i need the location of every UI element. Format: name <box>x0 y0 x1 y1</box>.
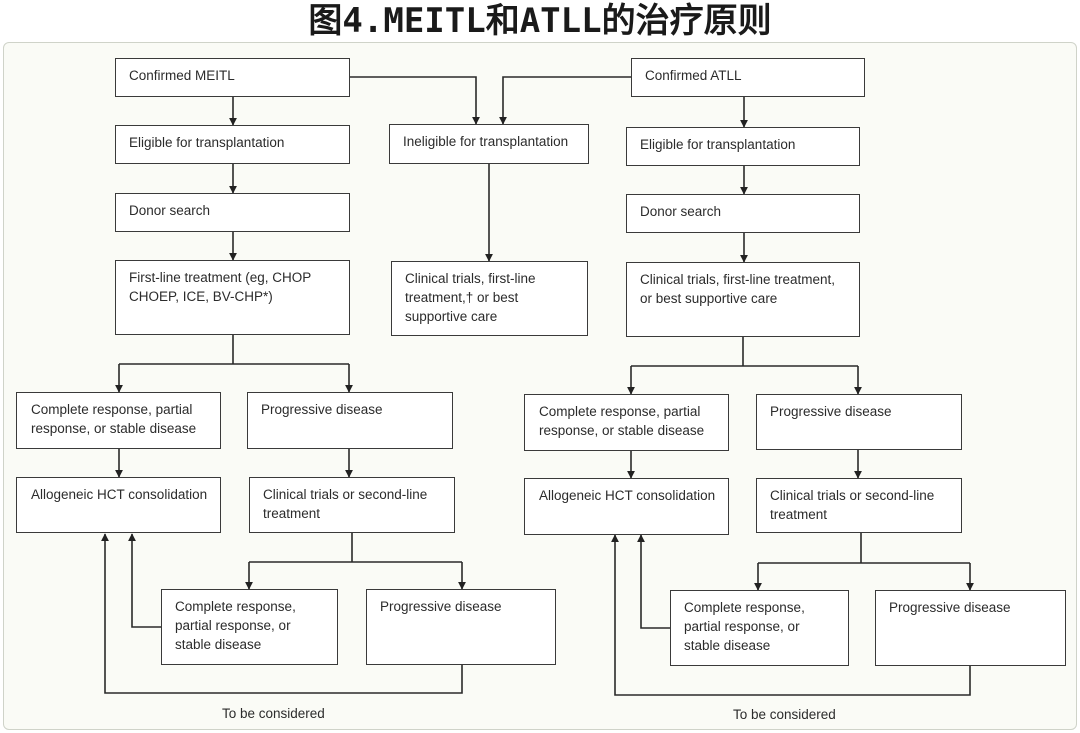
line-meitl-split-2 <box>249 533 462 563</box>
atll-hct-box: Allogeneic HCT consolidation <box>524 478 729 535</box>
arrow-meitl-progressive2-hct <box>101 533 463 694</box>
atll-response-box: Complete response, partial response, or … <box>524 394 729 451</box>
atll-progressive-2-box: Progressive disease <box>875 590 1066 666</box>
atll-donor-search-box: Donor search <box>626 194 860 233</box>
meitl-response-box: Complete response, partial response, or … <box>16 392 221 449</box>
arrow-meitl-to-ineligible <box>350 76 480 125</box>
atll-confirmed-box: Confirmed ATLL <box>631 58 865 97</box>
meitl-progressive-box: Progressive disease <box>247 392 453 449</box>
meitl-eligible-box: Eligible for transplantation <box>115 125 350 164</box>
atll-progressive-box: Progressive disease <box>756 394 962 450</box>
atll-eligible-box: Eligible for transplantation <box>626 127 860 166</box>
arrow-meitl-response2-hct <box>128 533 161 628</box>
atll-first-line-box: Clinical trials, first-line treatment, o… <box>626 262 860 337</box>
page-title: 图4.MEITL和ATLL的治疗原则 <box>308 1 772 41</box>
arrow-atll-to-ineligible <box>499 76 631 125</box>
line-atll-split-2 <box>758 533 970 564</box>
ineligible-treatment-box: Clinical trials, first-line treatment,† … <box>391 261 588 336</box>
meitl-to-be-considered: To be considered <box>222 706 325 721</box>
meitl-donor-search-box: Donor search <box>115 193 350 232</box>
meitl-hct-box: Allogeneic HCT consolidation <box>16 477 221 533</box>
atll-second-line-box: Clinical trials or second-line treatment <box>756 478 962 533</box>
ineligible-box: Ineligible for transplantation <box>389 124 589 164</box>
line-atll-split <box>631 337 858 367</box>
meitl-confirmed-box: Confirmed MEITL <box>115 58 350 97</box>
meitl-progressive-2-box: Progressive disease <box>366 589 556 665</box>
arrow-atll-progressive2-hct <box>611 534 971 696</box>
atll-to-be-considered: To be considered <box>733 707 836 722</box>
line-meitl-split <box>119 335 349 365</box>
meitl-second-line-box: Clinical trials or second-line treatment <box>249 477 455 533</box>
atll-response-2-box: Complete response, partial response, or … <box>670 590 849 666</box>
arrow-atll-response2-hct <box>637 534 670 629</box>
meitl-response-2-box: Complete response, partial response, or … <box>161 589 338 665</box>
meitl-first-line-box: First-line treatment (eg, CHOP CHOEP, IC… <box>115 260 350 335</box>
